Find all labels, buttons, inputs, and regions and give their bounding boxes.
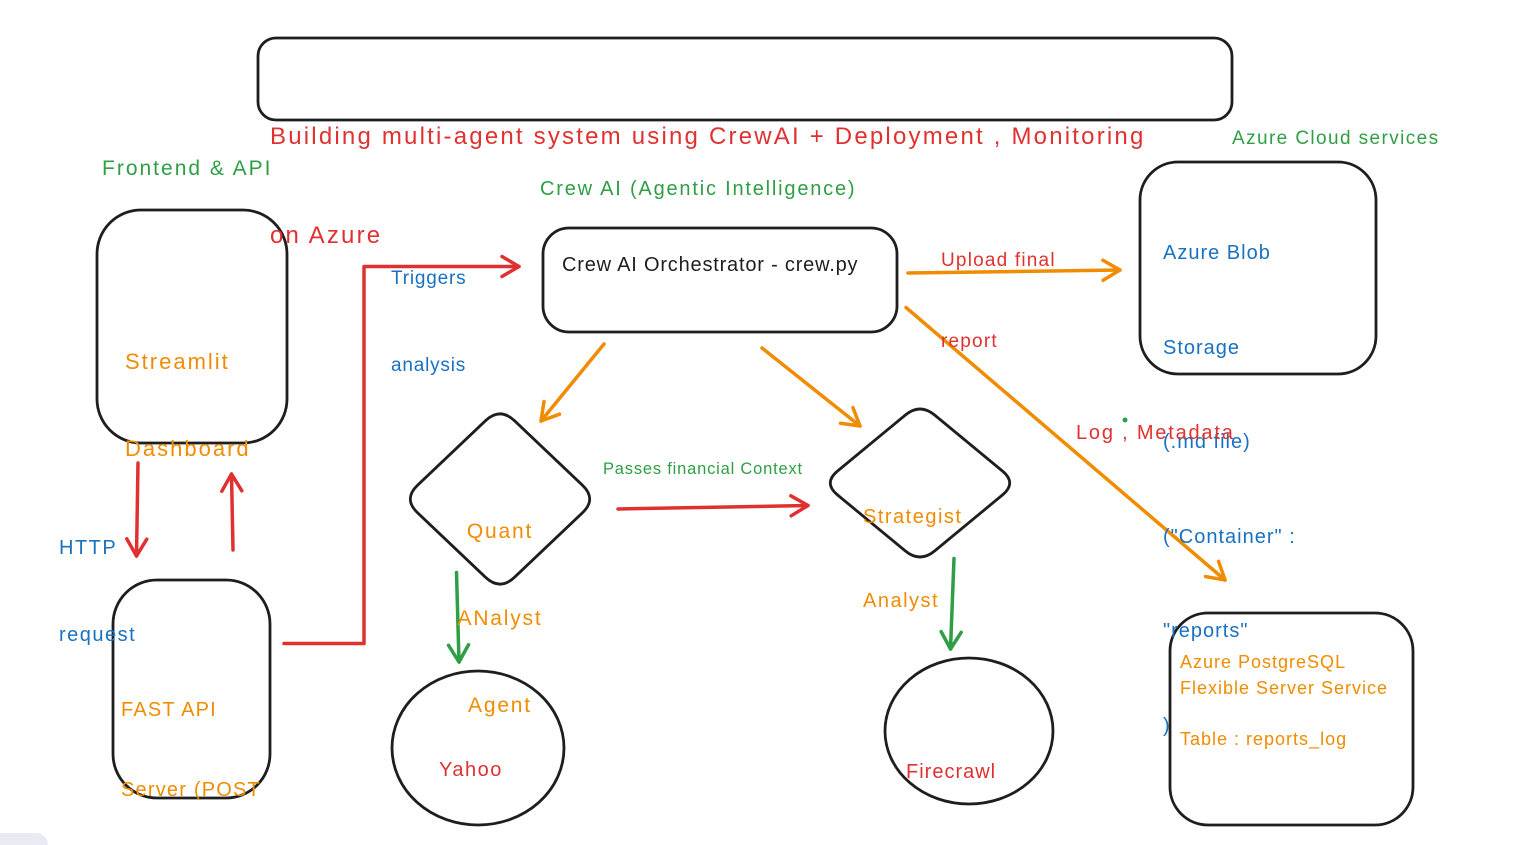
arrow-strategist-to-firecrawl [939, 556, 963, 651]
node-label-fast-api-server: FAST API Server (POST /analyze ) [121, 699, 261, 801]
arrow-http-request-down [125, 461, 149, 558]
arrow-orchestrator-to-strategist [760, 346, 862, 428]
node-label-postgres-table: Table : reports_log [1180, 729, 1348, 749]
diagram-title-line: Building multi-agent system using CrewAI… [270, 123, 1146, 150]
section-label-azure-cloud: Azure Cloud services [1232, 128, 1440, 149]
edge-label-http-request: HTTP request [59, 537, 137, 646]
diagram-title: Building multi-agent system using CrewAI… [270, 54, 1146, 318]
edge-label-upload-final-report: Upload final report [941, 250, 1056, 352]
node-label-azure-postgresql: Flexible Server Service [1180, 678, 1389, 698]
node-azure-postgresql [1168, 611, 1415, 827]
arrow-quant-to-yahoo [446, 570, 471, 664]
arrow-log-metadata [904, 305, 1227, 582]
edge-label-passes-financial-context: Passes financial Context [603, 460, 803, 478]
arrow-http-response-up [220, 472, 244, 552]
node-fast-api-server [111, 578, 272, 800]
node-label-yahoo-finance-tool: Yahoo finance tool [439, 759, 503, 781]
edge-label-triggers-analysis: Triggers analysis [391, 268, 467, 376]
node-label-streamlit-dashboard: Streamlit Dashboard [125, 349, 251, 461]
node-label-firecrawl-scraper: Firecrawl Scraper [906, 761, 997, 783]
node-label-azure-postgresql: Azure PostgreSQL [1180, 652, 1347, 672]
section-label-crew-ai: Crew AI (Agentic Intelligence) [540, 178, 857, 200]
stray-green-dot [1122, 417, 1128, 423]
node-quant-analyst-diamond [408, 412, 592, 586]
section-label-frontend-api: Frontend & API [102, 157, 273, 180]
node-label-strategist-analyst: Strategist Analyst [863, 506, 963, 612]
node-yahoo-finance-circle [390, 669, 566, 827]
arrow-triggers-analysis [282, 254, 521, 646]
node-azure-blob-storage [1138, 160, 1378, 376]
arrow-passes-financial-context [616, 494, 810, 518]
corner-panel-fragment [0, 833, 48, 845]
node-label-crewai-orchestrator: Crew AI Orchestrator - crew.py [562, 254, 859, 276]
diagram-title-line: on Azure [270, 222, 383, 249]
node-label-azure-blob-storage: Azure Blob Storage (.md file) ("Containe… [1163, 242, 1296, 737]
node-crewai-orchestrator [541, 226, 899, 334]
arrow-orchestrator-to-quant [539, 342, 606, 423]
node-label-quant-analyst-agent: Quant ANalyst Agent [457, 520, 543, 717]
title-box [256, 36, 1234, 122]
node-streamlit-dashboard [95, 208, 289, 445]
node-firecrawl-circle [883, 656, 1055, 806]
arrow-upload-final-report [906, 258, 1122, 282]
node-strategist-analyst-diamond [828, 407, 1012, 559]
edge-label-log-metadata: Log , Metadata [1076, 422, 1235, 444]
